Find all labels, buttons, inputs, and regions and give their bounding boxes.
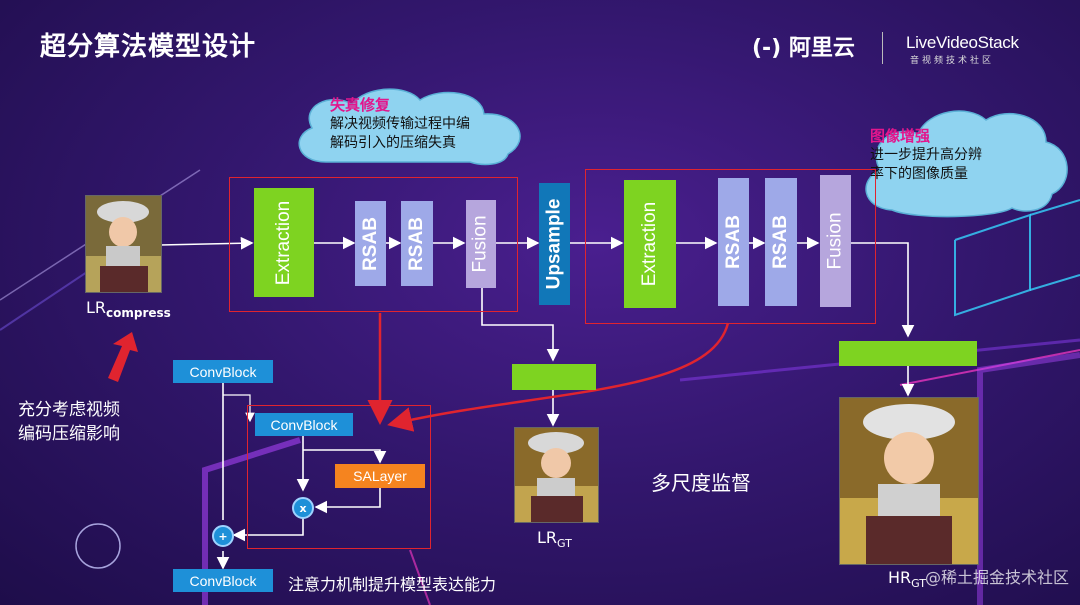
stage2-rsab2-label: RSAB <box>770 215 791 269</box>
hr-gt-caption: HRGT <box>888 568 926 590</box>
convblock-bottom: ConvBlock <box>173 569 273 592</box>
stage1-frame <box>229 177 518 312</box>
lr-compress-caption: LRcompress <box>86 298 171 320</box>
upsample-block: Upsample <box>539 183 570 305</box>
stage2-extraction-label: Extraction <box>639 201 661 287</box>
attention-note: 注意力机制提升模型表达能力 <box>288 575 497 594</box>
stage2-extraction-block: Extraction <box>624 180 676 308</box>
upsample-label: Upsample <box>543 198 565 290</box>
left-cloud-line1: 解决视频传输过程中编 <box>330 116 470 132</box>
right-cloud-shape <box>865 110 1068 218</box>
lr-gt-sub: GT <box>557 537 572 551</box>
stage2-fusion-block: Fusion <box>820 175 851 307</box>
stage1-rsab1-block: RSAB <box>355 201 386 286</box>
stage2-rsab2-block: RSAB <box>765 178 797 306</box>
right-cloud-line2: 率下的图像质量 <box>870 166 968 182</box>
compress-note-line2: 编码压缩影响 <box>18 424 120 444</box>
add-node: + <box>212 525 234 547</box>
stage2-rsab1-block: RSAB <box>718 178 749 306</box>
stage1-fusion-label: Fusion <box>470 215 491 273</box>
stage1-fusion-block: Fusion <box>466 200 496 288</box>
right-cloud-line1: 进一步提升高分辨 <box>870 147 982 163</box>
lr-compress-sub: compress <box>106 306 171 321</box>
right-cloud-text: 图像增强 进一步提升高分辨 率下的图像质量 <box>870 127 982 184</box>
stage2-frame <box>585 169 876 324</box>
hr-gt-image <box>839 397 979 565</box>
logo-divider <box>882 32 883 64</box>
page-title: 超分算法模型设计 <box>40 32 257 62</box>
stage2-fusion-label: Fusion <box>824 212 846 270</box>
lr-compress-image <box>85 195 162 293</box>
convblock-middle: ConvBlock <box>255 413 353 436</box>
multiscale-note: 多尺度监督 <box>651 471 751 495</box>
attention-frame <box>247 405 431 549</box>
lr-gt-main: LR <box>537 528 558 547</box>
hr-gt-main: HR <box>888 568 912 587</box>
left-cloud-line2: 解码引入的压缩失真 <box>330 135 456 151</box>
compress-note: 充分考虑视频 编码压缩影响 <box>18 398 120 446</box>
stage1-rsab2-label: RSAB <box>406 216 427 271</box>
aliyun-logo: (-) 阿里云 <box>752 36 855 61</box>
salayer-block: SALayer <box>335 464 425 488</box>
stage1-rsab2-block: RSAB <box>401 201 433 286</box>
livevideostack-logo: LiveVideoStack <box>906 33 1019 52</box>
left-cloud-shape <box>298 88 521 166</box>
livevideostack-logo-subtitle: 音视频技术社区 <box>910 56 995 66</box>
lr-output-bar <box>512 364 596 390</box>
lr-gt-image <box>514 427 599 523</box>
stage1-extraction-block: Extraction <box>254 188 314 297</box>
left-cloud-heading: 失真修复 <box>330 96 391 114</box>
hr-output-bar <box>839 341 977 366</box>
hr-gt-sub: GT <box>911 577 927 591</box>
compress-note-line1: 充分考虑视频 <box>18 400 120 420</box>
stage1-extraction-label: Extraction <box>273 200 295 285</box>
lr-compress-main: LR <box>86 298 107 317</box>
convblock-top: ConvBlock <box>173 360 273 383</box>
lr-gt-caption: LRGT <box>537 528 572 550</box>
multiply-node: x <box>292 497 314 519</box>
right-cloud-heading: 图像增强 <box>870 127 931 145</box>
left-cloud-text: 失真修复 解决视频传输过程中编 解码引入的压缩失真 <box>330 96 470 153</box>
stage2-rsab1-label: RSAB <box>722 215 744 269</box>
watermark: @稀土掘金技术社区 <box>925 568 1070 587</box>
stage1-rsab1-label: RSAB <box>359 216 381 271</box>
